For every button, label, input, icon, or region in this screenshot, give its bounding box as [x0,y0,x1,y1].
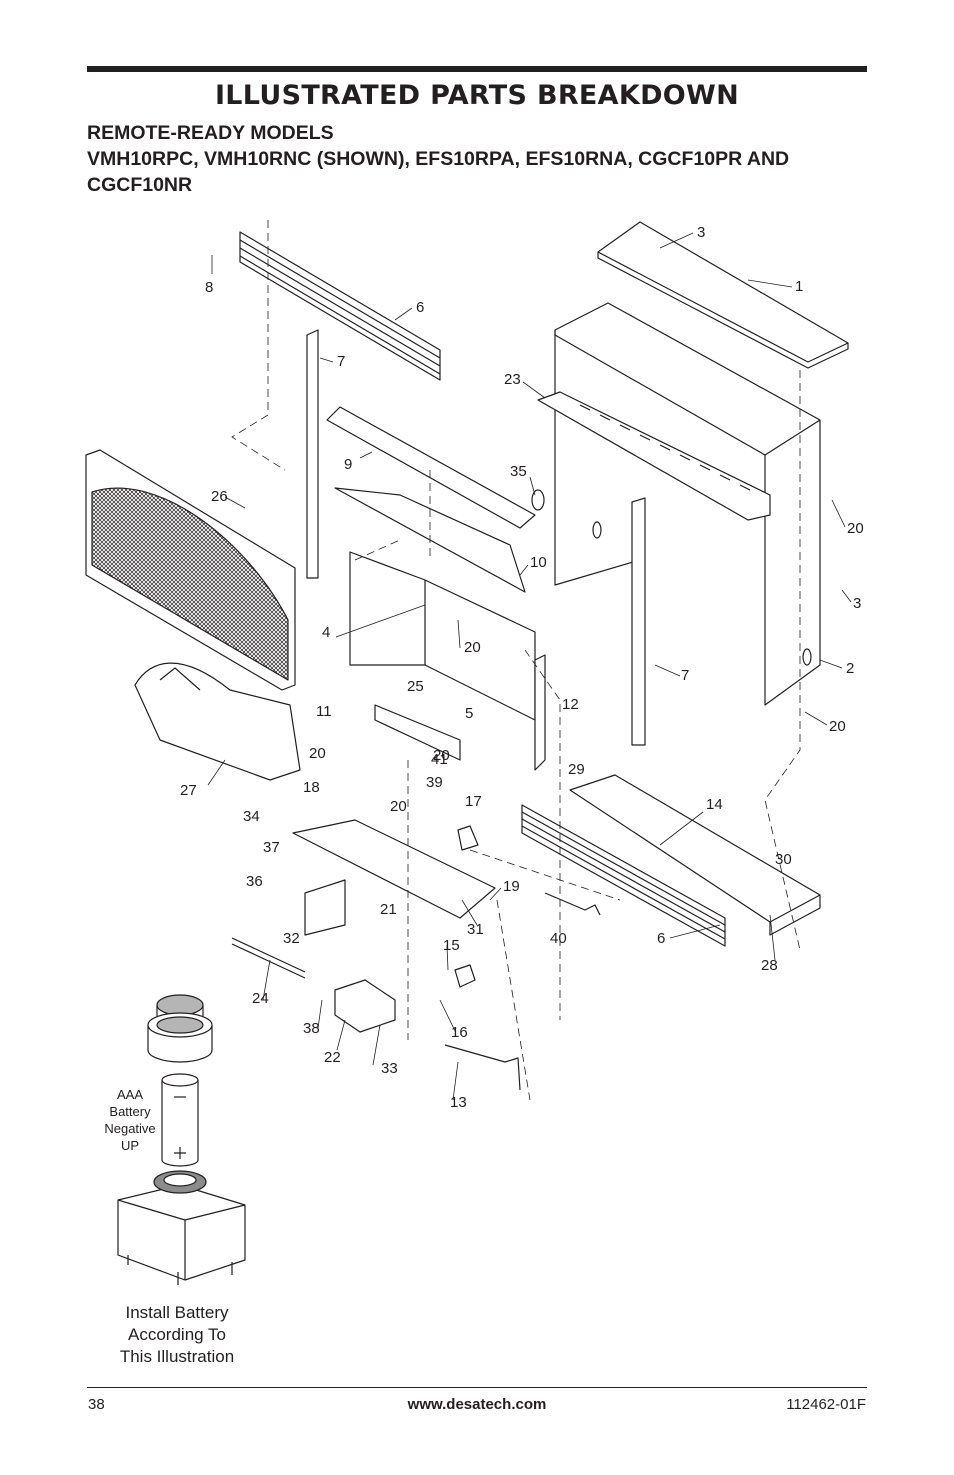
install-note-line: Install Battery [126,1303,229,1322]
callout-label: 20 [390,798,407,815]
battery-label-line: Negative [104,1121,155,1136]
callout-label: 23 [504,371,521,388]
gas-tube [544,892,601,916]
callout-label: 15 [443,937,460,954]
callout-label: 20 [829,718,846,735]
callout-label: 20 [847,520,864,537]
callout-label: 31 [467,921,484,938]
callout-label: 22 [324,1049,341,1066]
burner-tube [374,704,461,761]
log-set [134,662,301,781]
callout-label: 20 [309,745,326,762]
switch [454,964,476,988]
flex-line [231,937,306,973]
callout-label: 28 [761,957,778,974]
subtitle-line: CGCF10NR [87,174,193,196]
callout-label: 38 [303,1020,320,1037]
install-note-line: This Illustration [120,1347,234,1366]
callout-label: 9 [344,456,352,473]
bracket-9 [326,406,536,529]
top-louver [239,231,441,381]
valve-bracket [292,819,496,919]
callout-label: 29 [568,761,585,778]
callout-label: 7 [337,353,345,370]
perforated-bracket [537,391,771,521]
leader-lines [207,232,852,1101]
side-channel [631,497,646,746]
base-tray [569,774,821,936]
callout-label: 41 [431,751,448,768]
callout-label: 39 [426,774,443,791]
callout-label: 14 [706,796,723,813]
gas-valve [334,979,396,1033]
callout-label: 8 [205,279,213,296]
callout-label: 11 [316,703,332,720]
cabinet-box [554,302,821,706]
callout-label: 40 [550,930,567,947]
battery-label-line: AAA [117,1087,143,1102]
callout-label: 3 [697,224,705,241]
callout-label: 36 [246,873,263,890]
subtitle: REMOTE-READY MODELS VMH10RPC, VMH10RNC (… [87,120,877,198]
callout-label: 27 [180,782,197,799]
callout-label: 7 [681,667,689,684]
bottom-rule [87,1387,867,1388]
callout-label: 37 [263,839,280,856]
callout-label: 18 [303,779,320,796]
gas-tube [444,1044,521,1091]
assembly-lines [231,220,801,1101]
callout-label: 4 [322,624,330,641]
install-note: Install Battery According To This Illust… [120,1303,234,1366]
callout-label: 33 [381,1060,398,1077]
battery-label-line: Battery [109,1104,151,1119]
callout-label: 30 [775,851,792,868]
firebox-liner [349,551,546,771]
callout-label: 32 [283,930,300,947]
document-number: 112462-01F [786,1396,866,1413]
callout-label: 12 [562,696,579,713]
callout-label: 34 [243,808,260,825]
battery-holder [117,1170,246,1285]
page-number: 38 [88,1396,105,1413]
callout-label: 1 [795,278,803,295]
callout-label: 10 [530,554,547,571]
callout-label: 19 [503,878,520,895]
callout-label: 24 [252,990,269,1007]
callout-label: 6 [416,299,424,316]
callout-label: 35 [510,463,527,480]
callout-label: 3 [853,595,861,612]
subtitle-line: REMOTE-READY MODELS [87,122,334,144]
install-note-line: According To [128,1325,226,1344]
callout-label: 2 [846,660,854,677]
callout-label: 21 [380,901,397,918]
battery-cap [147,994,213,1063]
page-title: ILLUSTRATED PARTS BREAKDOWN [214,80,740,111]
callout-label: 13 [450,1094,467,1111]
callout-label: 6 [657,930,665,947]
subtitle-line: VMH10RPC, VMH10RNC (SHOWN), EFS10RPA, EF… [87,148,790,170]
callout-label: 26 [211,488,228,505]
battery-label-line: UP [121,1138,139,1153]
snap-ring [531,489,545,511]
website-link[interactable]: www.desatech.com [407,1396,547,1413]
callout-label: 17 [465,793,482,810]
callout-label: 5 [465,705,473,722]
door-frame [85,449,296,691]
side-channel [306,329,319,579]
battery [161,1073,199,1167]
callout-label: 20 [433,747,450,764]
bottom-louver [521,804,726,947]
callout-label: 20 [464,639,481,656]
top-rule [87,66,867,72]
callout-label: 16 [451,1024,468,1041]
battery-label: AAA Battery Negative UP [104,1087,155,1153]
piezo [457,825,479,851]
callout-label: 25 [407,678,424,695]
